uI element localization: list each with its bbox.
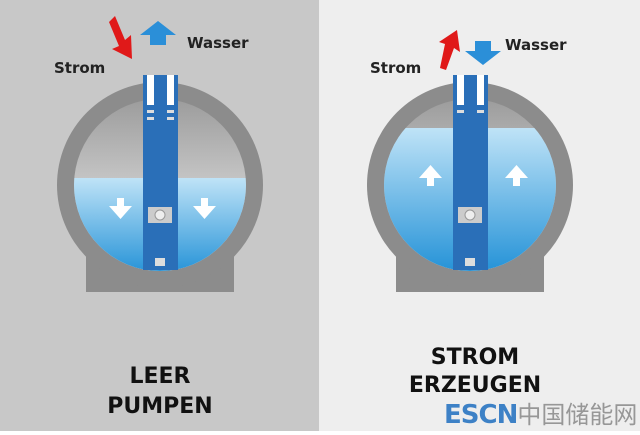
left-title-line2: PUMPEN — [107, 394, 212, 419]
strom-arrow-up-icon — [439, 30, 460, 70]
strom-arrow-icon — [109, 16, 132, 59]
left-wasser-label: Wasser — [187, 34, 249, 52]
arrow-down-icon — [193, 198, 216, 219]
shaft — [453, 75, 488, 270]
arrow-down-icon — [109, 198, 132, 219]
arrow-up-icon — [419, 165, 442, 186]
shaft — [143, 75, 178, 270]
arrow-up-icon — [505, 165, 528, 186]
watermark: ESCN中国储能网 — [444, 400, 637, 430]
right-title-line1: STROM — [431, 345, 519, 370]
right-reservoir — [367, 30, 573, 292]
left-title-line1: LEER — [129, 364, 190, 389]
wasser-arrow-up-icon — [140, 21, 176, 45]
wasser-arrow-down-icon — [465, 41, 501, 65]
right-strom-label: Strom — [370, 59, 421, 77]
left-strom-label: Strom — [54, 59, 105, 77]
left-reservoir — [57, 16, 263, 292]
right-title-line2: ERZEUGEN — [409, 373, 541, 398]
watermark-latin: ESCN — [444, 400, 518, 430]
right-wasser-label: Wasser — [505, 36, 567, 54]
watermark-chinese: 中国储能网 — [517, 401, 638, 429]
